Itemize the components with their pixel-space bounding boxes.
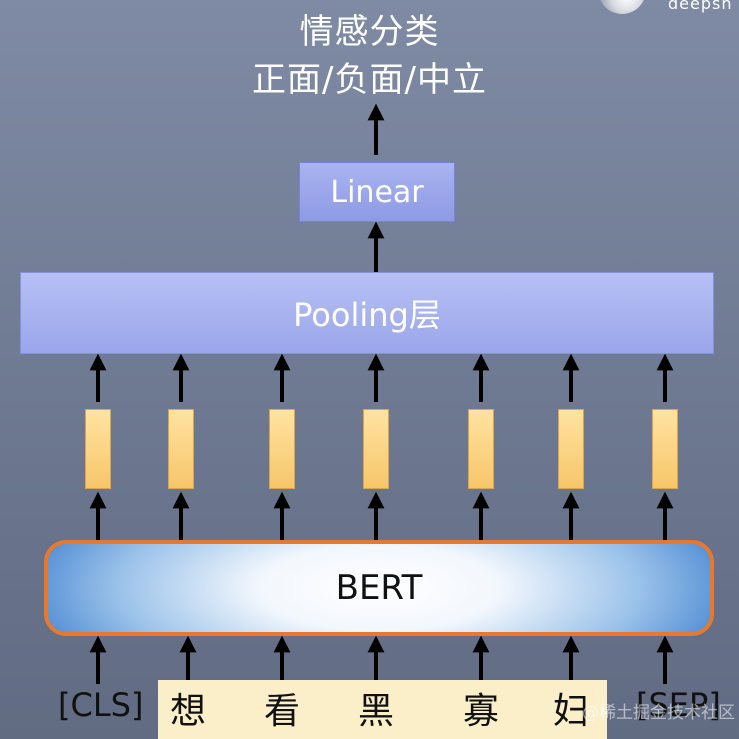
- token-cls: [CLS]: [58, 686, 144, 724]
- token-sep: [SEP]: [636, 686, 721, 724]
- pooling-layer-label: Pooling层: [293, 296, 441, 334]
- token-embedding-vector: [558, 409, 584, 489]
- linear-layer-box: Linear: [299, 162, 455, 222]
- logo-mark: [598, 0, 646, 14]
- watermark-text: @稀土掘金技术社区: [582, 703, 735, 723]
- token-embedding-vector: [85, 409, 111, 489]
- input-sentence-strip: [158, 680, 607, 739]
- output-title: 情感分类: [299, 12, 440, 52]
- linear-layer-label: Linear: [330, 174, 424, 210]
- bert-label: BERT: [335, 568, 423, 608]
- token-embedding-vector: [168, 409, 194, 489]
- token-char: 黑: [358, 691, 395, 732]
- token-embedding-vector: [652, 409, 678, 489]
- token-char: 寡: [463, 691, 500, 732]
- token-char: 想: [170, 691, 207, 732]
- token-embedding-vector: [468, 409, 494, 489]
- token-embedding-vector: [363, 409, 389, 489]
- token-char: 妇: [553, 691, 590, 732]
- output-classes: 正面/负面/中立: [252, 60, 487, 100]
- logo-text: deepsh: [668, 0, 733, 13]
- bert-encoder-box: BERT: [44, 540, 714, 636]
- pooling-layer-box: Pooling层: [20, 272, 714, 354]
- token-char: 看: [264, 691, 301, 732]
- token-embedding-vector: [269, 409, 295, 489]
